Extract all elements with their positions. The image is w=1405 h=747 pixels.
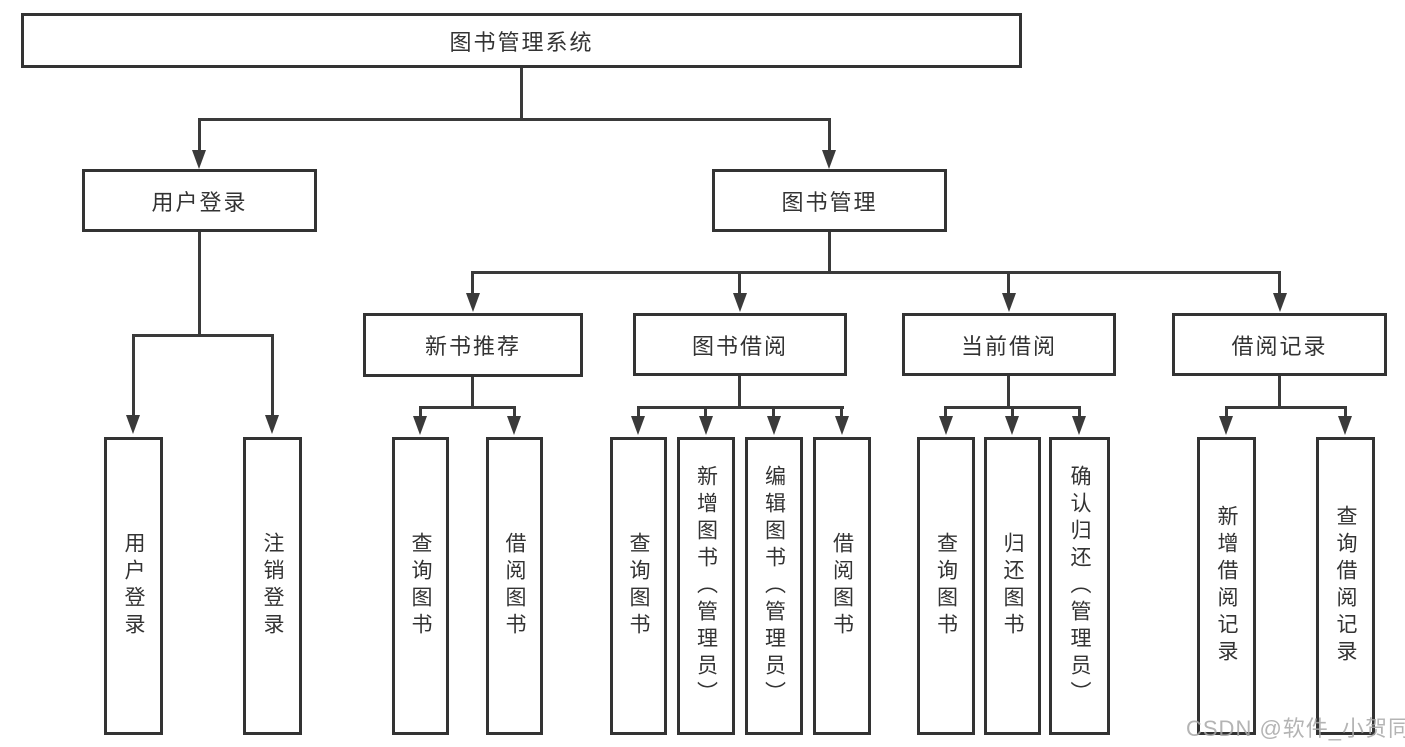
connector-line <box>704 406 707 418</box>
arrowhead-down-icon <box>822 150 836 169</box>
leaf-label: 归还图书 <box>1001 532 1024 640</box>
connector-line <box>513 406 516 418</box>
connector-line <box>1344 406 1347 418</box>
leaf-label: 用户登录 <box>122 532 145 640</box>
node-book-management: 图书管理 <box>712 169 947 232</box>
connector-line <box>271 334 274 419</box>
arrowhead-down-icon <box>835 416 849 435</box>
connector-line <box>1011 406 1014 418</box>
leaf-borrow-books-borrowing: 借阅图书 <box>813 437 871 735</box>
connector-line <box>738 271 741 297</box>
arrowhead-down-icon <box>939 416 953 435</box>
connector-line <box>471 271 474 297</box>
connector-line <box>419 406 422 418</box>
node-label: 新书推荐 <box>424 334 521 359</box>
arrowhead-down-icon <box>192 150 206 169</box>
leaf-return-books: 归还图书 <box>984 437 1041 735</box>
node-label: 用户登录 <box>151 189 248 215</box>
leaf-query-books-borrowing: 查询图书 <box>610 437 667 735</box>
watermark-csdn: CSDN @软件_小贺同学 <box>1186 716 1405 741</box>
connector-line <box>840 406 843 418</box>
arrowhead-down-icon <box>265 415 279 434</box>
arrowhead-down-icon <box>1002 293 1016 312</box>
arrowhead-down-icon <box>767 416 781 435</box>
connector-line <box>637 406 640 418</box>
arrowhead-down-icon <box>733 293 747 312</box>
connector-line <box>198 232 201 337</box>
arrowhead-down-icon <box>1219 416 1233 435</box>
node-book-borrowing: 图书借阅 <box>633 313 847 376</box>
connector-line <box>1007 376 1010 409</box>
connector-line <box>520 68 523 120</box>
leaf-label: 注销登录 <box>261 532 284 640</box>
connector-line <box>772 406 775 418</box>
connector-line <box>1225 406 1347 409</box>
leaf-add-borrow-record: 新增借阅记录 <box>1197 437 1256 735</box>
arrowhead-down-icon <box>699 416 713 435</box>
node-current-borrowing: 当前借阅 <box>902 313 1116 376</box>
leaf-label: 借阅图书 <box>503 532 526 640</box>
connector-line <box>471 271 1281 274</box>
arrowhead-down-icon <box>466 293 480 312</box>
leaf-label: 新增借阅记录 <box>1215 505 1238 667</box>
node-borrowing-records: 借阅记录 <box>1172 313 1387 376</box>
connector-line <box>828 118 831 152</box>
node-new-book-recommendation: 新书推荐 <box>363 313 583 377</box>
leaf-query-books-current: 查询图书 <box>917 437 975 735</box>
node-user-login: 用户登录 <box>82 169 317 232</box>
arrowhead-down-icon <box>413 416 427 435</box>
leaf-logout: 注销登录 <box>243 437 302 735</box>
connector-line <box>637 406 844 409</box>
node-label: 图书管理 <box>781 189 878 215</box>
connector-line <box>1278 271 1281 297</box>
node-label: 图书管理系统 <box>449 29 594 55</box>
arrowhead-down-icon <box>126 415 140 434</box>
arrowhead-down-icon <box>507 416 521 435</box>
connector-line <box>198 118 201 152</box>
leaf-edit-books-admin: 编辑图书（管理员） <box>745 437 803 735</box>
leaf-label: 编辑图书（管理员） <box>762 464 786 708</box>
connector-line <box>132 334 135 419</box>
leaf-label: 新增图书（管理员） <box>694 464 718 708</box>
connector-line <box>1225 406 1228 418</box>
leaf-label: 查询图书 <box>409 532 432 640</box>
leaf-user-login: 用户登录 <box>104 437 163 735</box>
leaf-label: 确认归还（管理员） <box>1068 464 1091 708</box>
leaf-label: 查询图书 <box>627 532 650 640</box>
connector-line <box>199 118 831 121</box>
arrowhead-down-icon <box>631 416 645 435</box>
leaf-label: 查询图书 <box>934 532 958 640</box>
node-label: 当前借阅 <box>960 333 1057 359</box>
node-library-management-system: 图书管理系统 <box>21 13 1022 68</box>
leaf-confirm-return-admin: 确认归还（管理员） <box>1049 437 1110 735</box>
leaf-label: 查询借阅记录 <box>1334 505 1357 667</box>
connector-line <box>738 376 741 409</box>
connector-line <box>944 406 947 418</box>
leaf-query-books-recommend: 查询图书 <box>392 437 449 735</box>
leaf-label: 借阅图书 <box>830 532 854 640</box>
node-label: 图书借阅 <box>691 333 788 359</box>
leaf-query-borrow-record: 查询借阅记录 <box>1316 437 1375 735</box>
arrowhead-down-icon <box>1005 416 1019 435</box>
connector-line <box>132 334 273 337</box>
connector-line <box>1278 376 1281 409</box>
node-label: 借阅记录 <box>1231 333 1328 359</box>
connector-line <box>419 406 516 409</box>
arrowhead-down-icon <box>1072 416 1086 435</box>
connector-line <box>1007 271 1010 297</box>
leaf-add-books-admin: 新增图书（管理员） <box>677 437 735 735</box>
connector-line <box>828 232 831 274</box>
arrowhead-down-icon <box>1273 293 1287 312</box>
leaf-borrow-books-recommend: 借阅图书 <box>486 437 543 735</box>
connector-line <box>1078 406 1081 418</box>
arrowhead-down-icon <box>1338 416 1352 435</box>
connector-line <box>471 377 474 409</box>
